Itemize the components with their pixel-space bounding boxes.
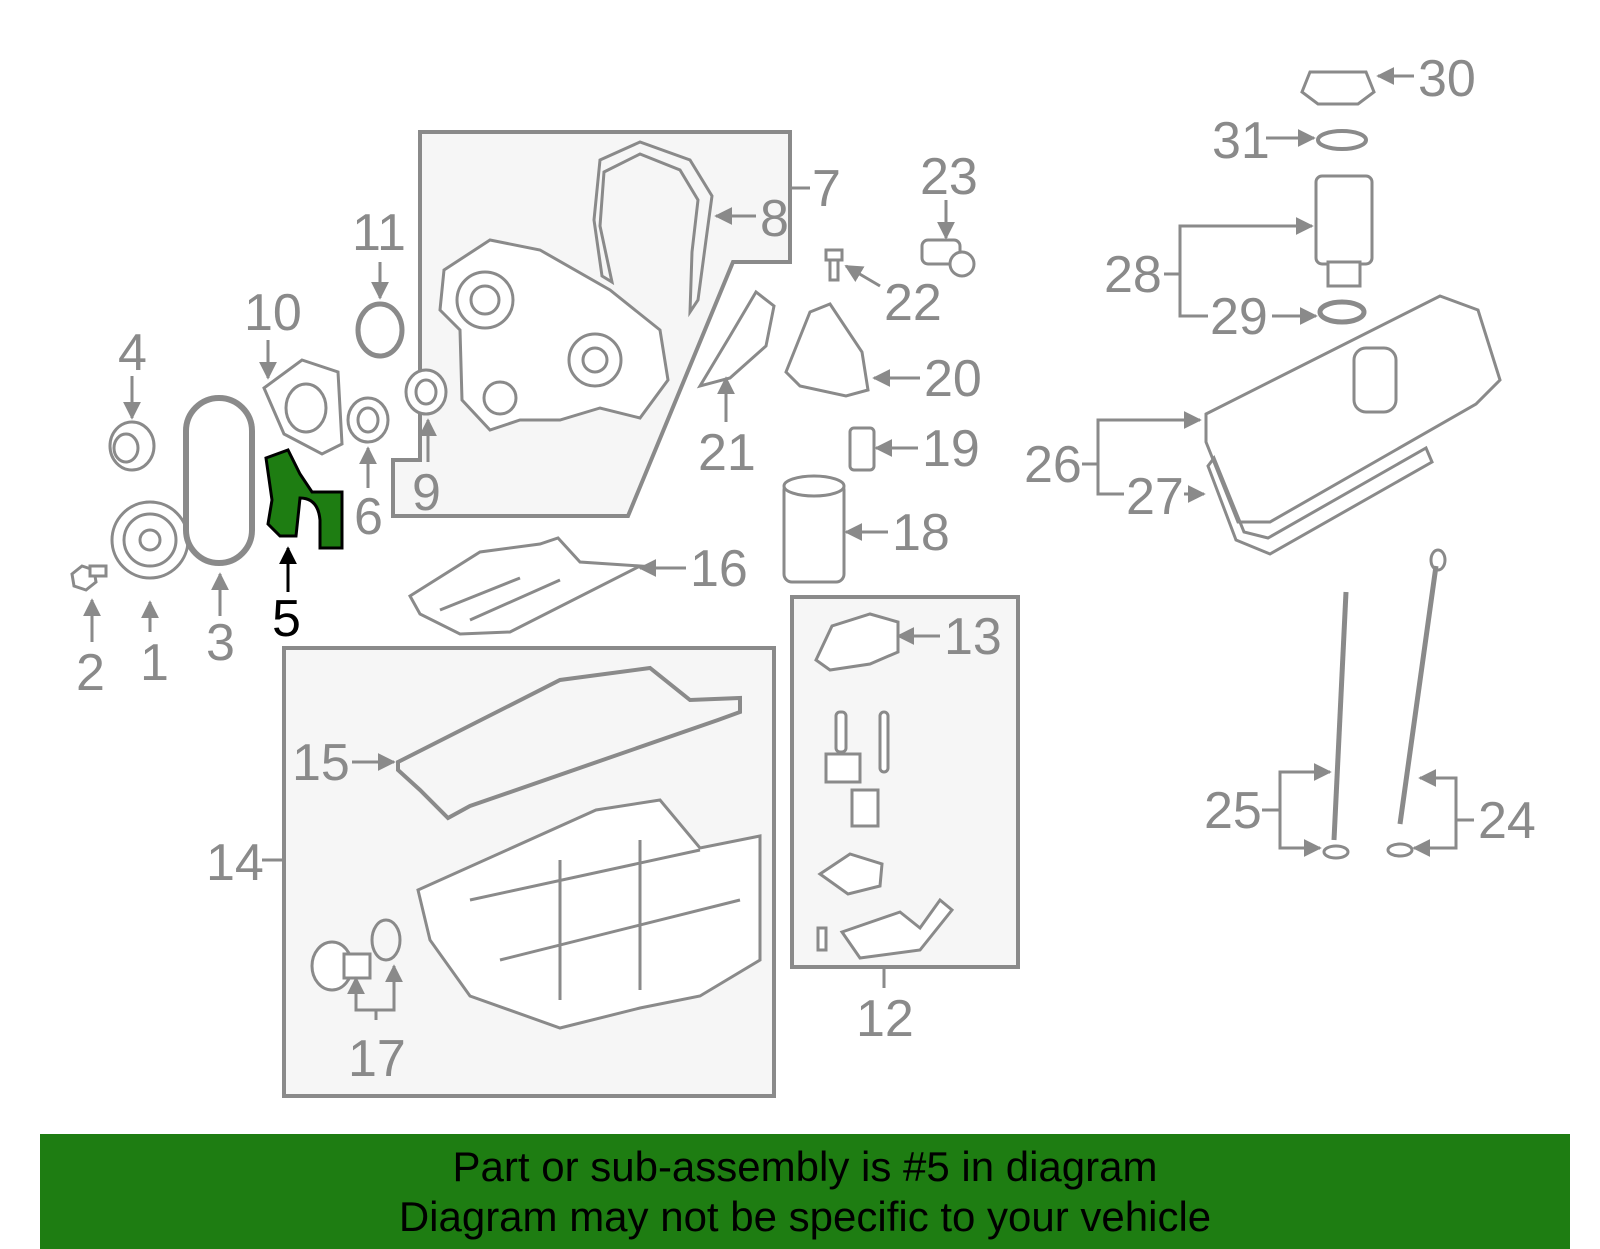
highlighted-part-5-bracket[interactable] <box>264 448 344 550</box>
pulley-bolt-part[interactable] <box>70 564 108 592</box>
crankshaft-pulley-part[interactable] <box>110 500 190 580</box>
banner-line-2: Diagram may not be specific to your vehi… <box>398 1193 1212 1240</box>
callout-24[interactable]: 24 <box>1478 792 1536 850</box>
callout-22[interactable]: 22 <box>884 274 942 332</box>
drain-plug-part-17[interactable] <box>310 918 402 992</box>
banner-line-1: Part or sub-assembly is #5 in diagram <box>452 1143 1158 1190</box>
callout-10[interactable]: 10 <box>244 284 302 342</box>
valve-cover-part-26[interactable] <box>1204 294 1502 524</box>
timing-cover-gasket-part-8[interactable] <box>592 140 714 318</box>
valve-cover-gasket-part-27[interactable] <box>1206 445 1434 556</box>
seal-part-9[interactable] <box>404 368 448 416</box>
callout-20[interactable]: 20 <box>924 350 982 408</box>
seal-part-6[interactable] <box>346 396 390 444</box>
callout-5[interactable]: 5 <box>272 590 301 648</box>
o-ring-part-11[interactable] <box>355 301 405 359</box>
dipstick-part-24[interactable] <box>1386 548 1447 858</box>
callout-19[interactable]: 19 <box>922 420 980 478</box>
callout-3[interactable]: 3 <box>206 614 235 672</box>
callout-29[interactable]: 29 <box>1210 288 1268 346</box>
callout-17[interactable]: 17 <box>348 1030 406 1088</box>
callout-15[interactable]: 15 <box>292 734 350 792</box>
drive-belt-part[interactable] <box>183 395 255 566</box>
info-banner: Part or sub-assembly is #5 in diagram Di… <box>40 1134 1570 1249</box>
timing-cover-part-7[interactable] <box>438 238 670 432</box>
oil-pump-part-13[interactable] <box>814 612 955 960</box>
callout-labels: 1 2 3 4 5 6 7 8 9 10 11 12 13 14 15 16 1… <box>76 50 1536 1088</box>
callout-26[interactable]: 26 <box>1024 436 1082 494</box>
windage-tray-part-16[interactable] <box>407 536 646 636</box>
callout-28[interactable]: 28 <box>1104 246 1162 304</box>
o-ring-part-31[interactable] <box>1316 129 1368 151</box>
adapter-part-19[interactable] <box>848 426 876 472</box>
callout-1[interactable]: 1 <box>140 634 169 692</box>
seal-part-29[interactable] <box>1317 299 1367 325</box>
filter-adapter-part-20[interactable] <box>784 302 870 398</box>
callout-4[interactable]: 4 <box>118 324 147 382</box>
oil-fill-tube-part-28[interactable] <box>1314 174 1374 288</box>
callout-2[interactable]: 2 <box>76 644 105 702</box>
callout-14[interactable]: 14 <box>206 834 264 892</box>
oil-pan-gasket-part-15[interactable] <box>396 665 742 821</box>
callout-21[interactable]: 21 <box>698 424 756 482</box>
oil-filter-part-18[interactable] <box>782 474 846 584</box>
bolt-part-22[interactable] <box>824 248 844 282</box>
callout-18[interactable]: 18 <box>892 504 950 562</box>
callout-12[interactable]: 12 <box>856 990 914 1048</box>
callout-16[interactable]: 16 <box>690 540 748 598</box>
callout-25[interactable]: 25 <box>1204 782 1262 840</box>
leader-lines <box>83 67 1474 1020</box>
dipstick-tube-part-25[interactable] <box>1322 591 1350 860</box>
callout-23[interactable]: 23 <box>920 148 978 206</box>
callout-9[interactable]: 9 <box>412 464 441 522</box>
callout-8[interactable]: 8 <box>760 190 789 248</box>
callout-30[interactable]: 30 <box>1418 50 1476 108</box>
callout-7[interactable]: 7 <box>812 160 841 218</box>
callout-31[interactable]: 31 <box>1212 112 1270 170</box>
callout-11[interactable]: 11 <box>352 204 406 262</box>
oil-pan-part-14[interactable] <box>416 798 762 1030</box>
crank-seal-part[interactable] <box>108 420 156 472</box>
callout-27[interactable]: 27 <box>1126 468 1184 526</box>
callout-6[interactable]: 6 <box>354 488 383 546</box>
oil-cap-part-30[interactable] <box>1300 70 1376 106</box>
callout-13[interactable]: 13 <box>944 608 1002 666</box>
seal-housing-part-10[interactable] <box>262 358 344 456</box>
sensor-part-23[interactable] <box>920 238 976 278</box>
